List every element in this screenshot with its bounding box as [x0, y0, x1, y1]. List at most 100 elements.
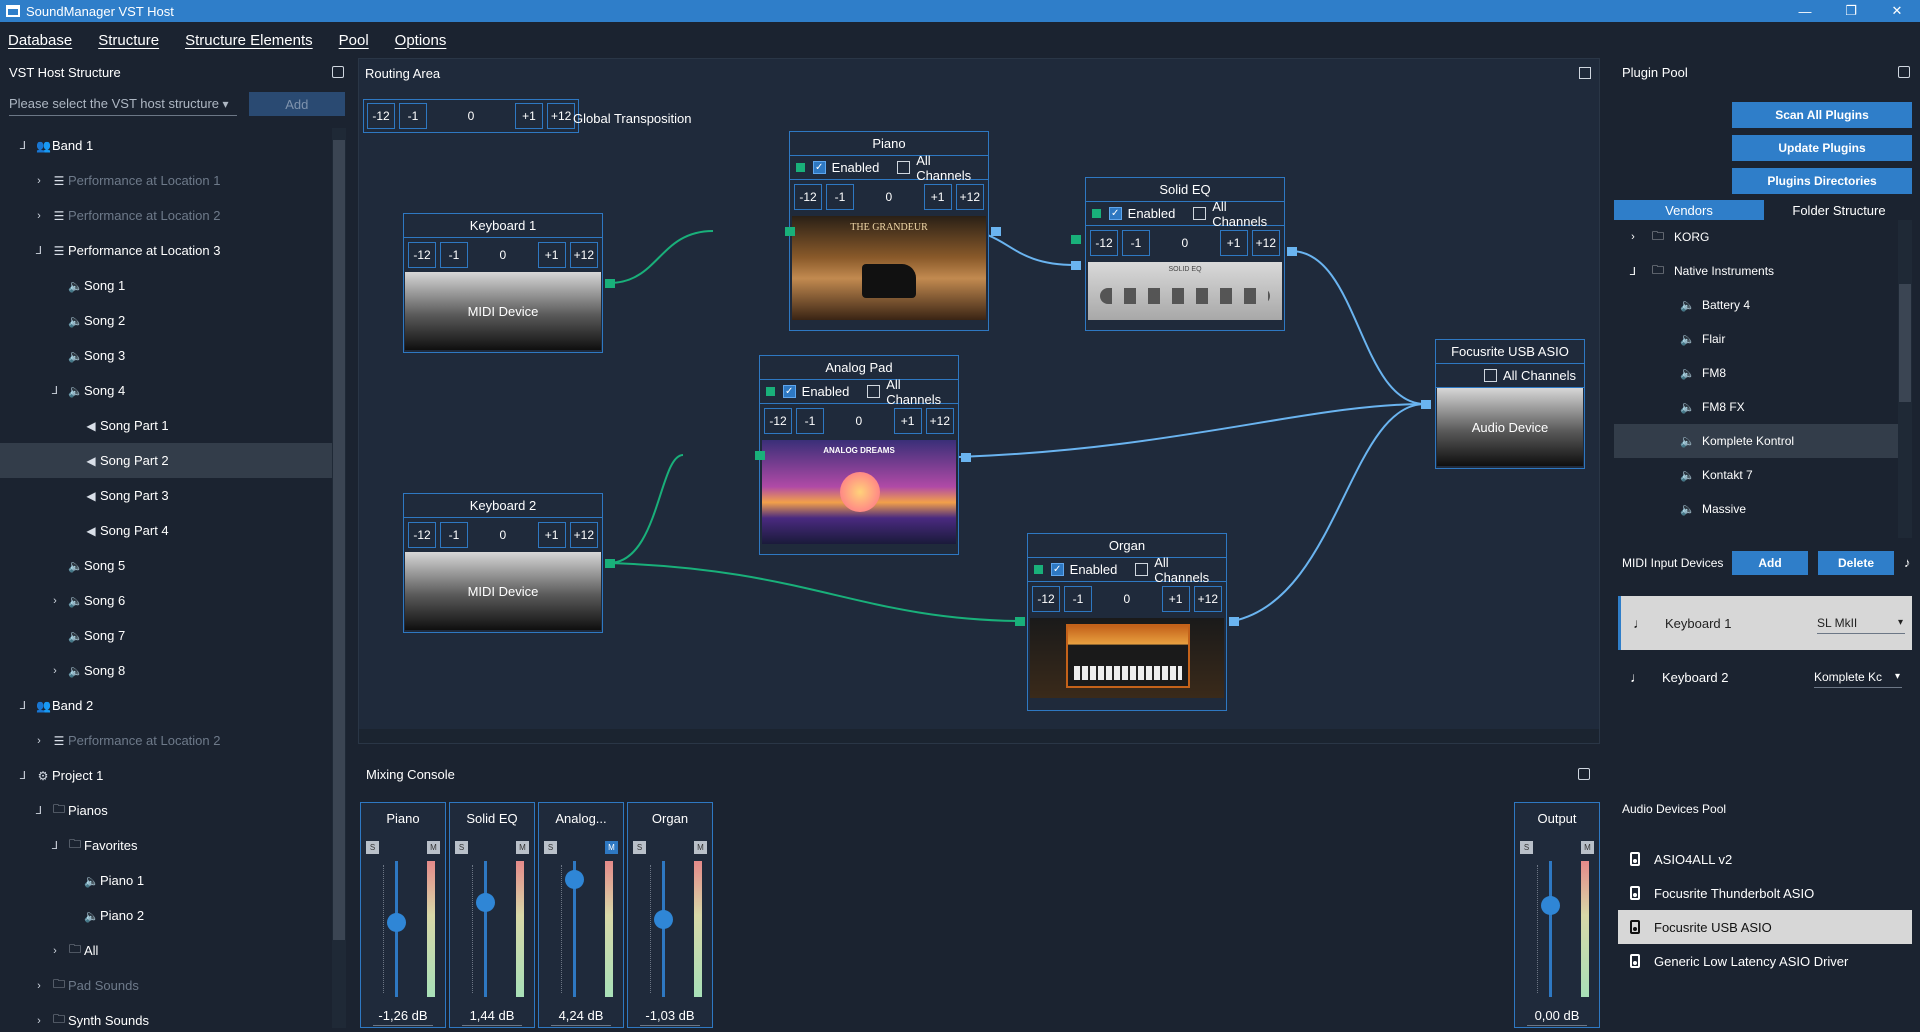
tree-item[interactable]: ⅃🗀Favorites	[0, 828, 332, 863]
tree-item[interactable]: ›☰Performance at Location 2	[0, 723, 332, 758]
audio-device-row[interactable]: Focusrite USB ASIO	[1618, 910, 1912, 944]
minimize-button[interactable]: —	[1798, 3, 1812, 19]
midi-port-select[interactable]: SL MkII	[1817, 612, 1905, 634]
input-port[interactable]	[1015, 617, 1025, 626]
input-port[interactable]	[1421, 400, 1431, 409]
minus1-button[interactable]: -1	[1064, 586, 1092, 612]
tree-scrollbar[interactable]	[332, 128, 346, 1028]
tree-item[interactable]: ◀Song Part 1	[0, 408, 332, 443]
expand-toggle-icon[interactable]: ›	[37, 979, 41, 992]
plugin-item[interactable]: 🔈Flair	[1614, 322, 1904, 356]
minus12-button[interactable]: -12	[1090, 230, 1118, 256]
plugins-directories-button[interactable]: Plugins Directories	[1732, 168, 1912, 194]
gain-value[interactable]: 1,44 dB	[450, 1008, 534, 1026]
tree-item[interactable]: 🔈Song 7	[0, 618, 332, 653]
minus12-button[interactable]: -12	[764, 408, 792, 434]
tree-item[interactable]: ⅃👥Band 1	[0, 128, 332, 163]
plugin-list-scrollbar[interactable]	[1898, 220, 1912, 538]
node-focusrite-usb-asio[interactable]: Focusrite USB ASIO All Channels Audio De…	[1435, 339, 1585, 469]
solo-button[interactable]: S	[455, 841, 468, 854]
node-piano[interactable]: Piano ✓ Enabled All Channels -12 -1 0 +1…	[789, 131, 989, 331]
minus12-button[interactable]: -12	[794, 184, 822, 210]
audio-device-row[interactable]: ASIO4ALL v2	[1618, 842, 1912, 876]
plus1-button[interactable]: +1	[537, 522, 566, 548]
input-port[interactable]	[785, 227, 795, 236]
fader-knob[interactable]	[387, 913, 406, 933]
input-port[interactable]	[1071, 235, 1081, 244]
node-organ[interactable]: Organ ✓ Enabled All Channels -12 -1 0 +1…	[1027, 533, 1227, 711]
expand-toggle-icon[interactable]: ⅃	[35, 805, 43, 817]
fader-knob[interactable]	[1541, 895, 1560, 915]
tree-item[interactable]: ›🗀Pad Sounds	[0, 968, 332, 1003]
tree-item[interactable]: ⅃🗀Pianos	[0, 793, 332, 828]
output-port[interactable]	[605, 559, 615, 568]
scan-all-plugins-button[interactable]: Scan All Plugins	[1732, 102, 1912, 128]
structure-icon[interactable]	[332, 66, 344, 78]
tree-item[interactable]: 🔈Piano 2	[0, 898, 332, 933]
expand-toggle-icon[interactable]: ⅃	[19, 140, 27, 152]
minus1-button[interactable]: -1	[826, 184, 854, 210]
plus1-button[interactable]: +1	[1161, 586, 1190, 612]
node-keyboard-1[interactable]: Keyboard 1 -12 -1 0 +1 +12 MIDI Device	[403, 213, 603, 353]
minus1-button[interactable]: -1	[1122, 230, 1150, 256]
plugin-item[interactable]: ›🗀KORG	[1614, 220, 1904, 254]
fader-knob[interactable]	[476, 892, 495, 912]
tree-item[interactable]: 🔈Song 3	[0, 338, 332, 373]
sidechain-port[interactable]	[1071, 261, 1081, 270]
node-analog-pad[interactable]: Analog Pad ✓ Enabled All Channels -12 -1…	[759, 355, 959, 555]
expand-toggle-icon[interactable]: ›	[37, 1014, 41, 1027]
close-button[interactable]: ✕	[1891, 3, 1903, 18]
minus12-button[interactable]: -12	[408, 522, 436, 548]
mute-button[interactable]: M	[605, 841, 618, 854]
solo-button[interactable]: S	[1520, 841, 1533, 854]
output-port[interactable]	[1229, 617, 1239, 626]
audio-device-row[interactable]: Generic Low Latency ASIO Driver	[1618, 944, 1912, 978]
tree-item[interactable]: ›☰Performance at Location 2	[0, 198, 332, 233]
all-channels-checkbox[interactable]	[1135, 563, 1149, 576]
plus1-button[interactable]: +1	[1219, 230, 1248, 256]
minus12-button[interactable]: -12	[1032, 586, 1060, 612]
tab-folder-structure[interactable]: Folder Structure	[1792, 202, 1886, 218]
tree-item[interactable]: ⅃☰Performance at Location 3	[0, 233, 332, 268]
tree-item[interactable]: ⅃🔈Song 4	[0, 373, 332, 408]
expand-toggle-icon[interactable]: ⅃	[51, 840, 59, 852]
mute-button[interactable]: M	[427, 841, 440, 854]
tree-item[interactable]: 🔈Song 1	[0, 268, 332, 303]
fader-track[interactable]	[484, 861, 487, 997]
update-plugins-button[interactable]: Update Plugins	[1732, 135, 1912, 161]
all-channels-checkbox[interactable]	[897, 161, 911, 174]
plus1-button[interactable]: +1	[537, 242, 566, 268]
global-plus12-button[interactable]: +12	[547, 103, 576, 129]
minus1-button[interactable]: -1	[440, 242, 468, 268]
plus12-button[interactable]: +12	[569, 522, 598, 548]
audio-device-row[interactable]: Focusrite Thunderbolt ASIO	[1618, 876, 1912, 910]
add-structure-button[interactable]: Add	[248, 92, 345, 116]
output-port[interactable]	[991, 227, 1001, 236]
midi-port-select[interactable]: Komplete Kc	[1814, 666, 1902, 688]
plugin-item[interactable]: 🔈Battery 4	[1614, 288, 1904, 322]
tree-item[interactable]: ⅃⚙Project 1	[0, 758, 332, 793]
output-port[interactable]	[1287, 247, 1297, 256]
enabled-checkbox[interactable]: ✓	[1050, 563, 1064, 576]
gain-value[interactable]: 0,00 dB	[1515, 1008, 1599, 1026]
mixer-settings-icon[interactable]	[1578, 768, 1590, 780]
expand-toggle-icon[interactable]: ⅃	[51, 385, 59, 397]
mute-button[interactable]: M	[694, 841, 707, 854]
node-solid-eq[interactable]: Solid EQ ✓ Enabled All Channels -12 -1 0…	[1085, 177, 1285, 331]
expand-toggle-icon[interactable]: ›	[53, 664, 57, 677]
tree-item[interactable]: ◀Song Part 2	[0, 443, 332, 478]
node-keyboard-2[interactable]: Keyboard 2 -12 -1 0 +1 +12 MIDI Device	[403, 493, 603, 633]
expand-toggle-icon[interactable]: ⅃	[19, 700, 27, 712]
plus12-button[interactable]: +12	[1193, 586, 1222, 612]
global-minus12-button[interactable]: -12	[367, 103, 395, 129]
tab-vendors[interactable]: Vendors	[1614, 200, 1764, 220]
solo-button[interactable]: S	[366, 841, 379, 854]
global-plus1-button[interactable]: +1	[515, 103, 543, 129]
mute-button[interactable]: M	[516, 841, 529, 854]
menu-structure-elements[interactable]: Structure Elements	[185, 31, 313, 49]
fader-knob[interactable]	[654, 910, 673, 930]
expand-toggle-icon[interactable]: ›	[37, 174, 41, 187]
expand-toggle-icon[interactable]: ›	[37, 209, 41, 222]
